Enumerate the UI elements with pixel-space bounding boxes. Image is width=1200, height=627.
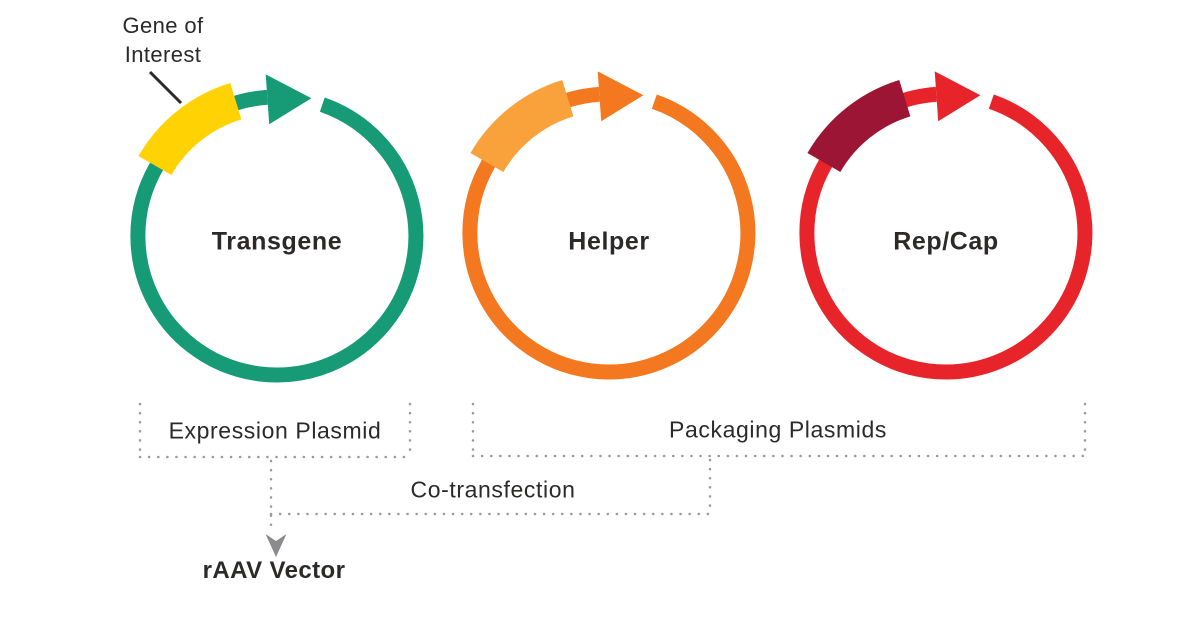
- plasmid-helper: [462, 71, 756, 380]
- raav-vector-label: rAAV Vector: [202, 557, 346, 584]
- gene-of-interest-insert: [138, 83, 242, 176]
- expression-plasmid-bracket: [138, 402, 412, 459]
- repcap-clockwise-arrow-icon: [934, 71, 981, 122]
- transgene-clockwise-arrow-icon: [265, 74, 312, 125]
- helper-insert: [470, 80, 574, 173]
- plasmid-repcap: [799, 71, 1093, 380]
- repcap-insert: [807, 80, 911, 173]
- co-transfection-label: Co-transfection: [410, 476, 576, 503]
- helper-clockwise-arrow-icon: [597, 71, 644, 122]
- co-transfection-connector: [265, 458, 712, 557]
- packaging-plasmids-bracket: [471, 402, 1087, 458]
- gene-of-interest-leader-line: [148, 70, 183, 105]
- repcap-label: Rep/Cap: [893, 227, 999, 256]
- flow-down-arrow-icon: [265, 534, 287, 557]
- transgene-label: Transgene: [211, 227, 343, 256]
- packaging-plasmids-label: Packaging Plasmids: [669, 416, 887, 443]
- plasmid-transgene: [130, 70, 424, 383]
- expression-plasmid-label: Expression Plasmid: [168, 417, 382, 444]
- helper-label: Helper: [568, 227, 650, 256]
- gene-of-interest-label: Gene of Interest: [122, 13, 204, 67]
